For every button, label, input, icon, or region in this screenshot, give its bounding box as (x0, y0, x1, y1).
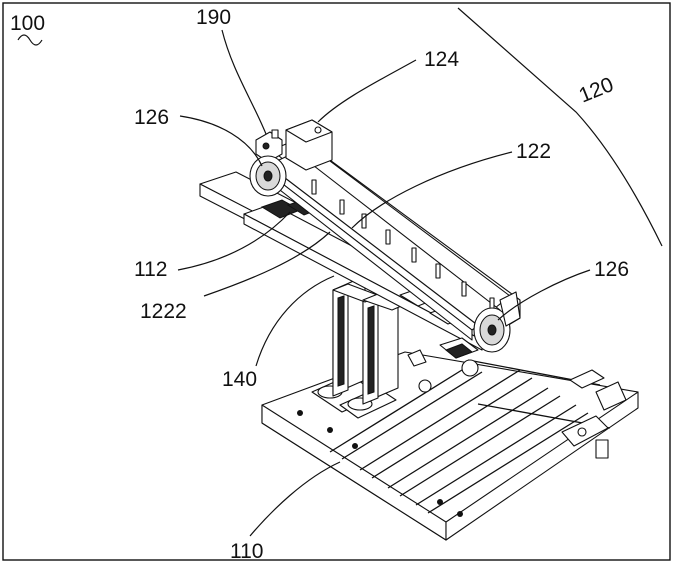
leader-lines (17, 7, 663, 537)
figure-frame (2, 2, 671, 561)
label-122: 122 (516, 140, 551, 163)
sensor (255, 129, 283, 163)
magazine-tower (311, 275, 407, 419)
left-pulley (249, 155, 287, 197)
label-124: 124 (424, 48, 459, 71)
motor (285, 119, 333, 171)
label-112: 112 (134, 258, 167, 281)
label-110: 110 (230, 540, 263, 563)
label-126-right: 126 (594, 258, 629, 281)
label-100: 100 (10, 12, 45, 35)
belt-teeth (311, 179, 495, 313)
right-pulley (473, 291, 521, 353)
label-120: 120 (576, 73, 617, 107)
label-140: 140 (222, 368, 257, 391)
label-1222: 1222 (140, 300, 187, 323)
base-plate (261, 351, 639, 541)
label-126-left: 126 (134, 106, 169, 129)
belt-conveyor (249, 119, 521, 353)
right-bracket (561, 369, 627, 459)
label-190: 190 (196, 6, 231, 29)
base-slots (329, 359, 611, 514)
base-holes (297, 359, 479, 517)
